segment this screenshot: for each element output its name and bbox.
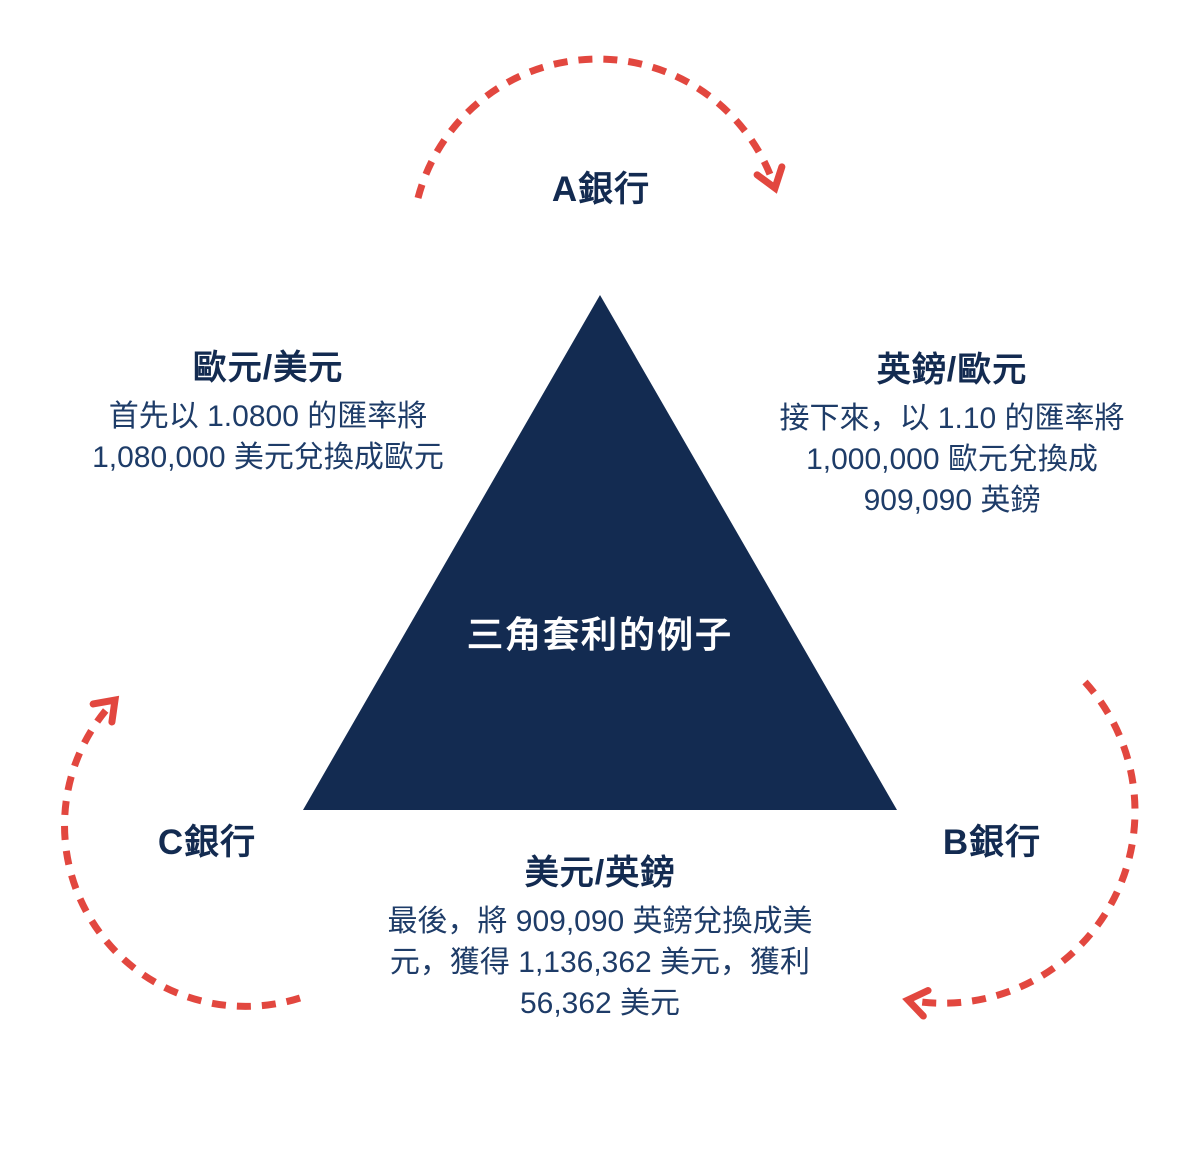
step-usd-gbp: 美元/英鎊 最後，將 909,090 英鎊兌換成美 元，獲得 1,136,362… [300, 853, 900, 1024]
diagram-title: 三角套利的例子 [466, 614, 733, 655]
step-gbp-eur-line2: 1,000,000 歐元兌換成 [806, 443, 1098, 476]
flow-arc-right-icon [902, 679, 1139, 1020]
flow-arc-left-icon [61, 695, 302, 1010]
bank-b-label: B銀行 [942, 823, 1042, 862]
pair-eur-usd-label: 歐元/美元 [192, 349, 344, 387]
step-usd-gbp-line3: 56,362 美元 [519, 987, 681, 1020]
step-gbp-eur-line1: 接下來，以 1.10 的匯率將 [779, 402, 1125, 435]
step-usd-gbp-line1: 最後，將 909,090 英鎊兌換成美 [387, 905, 813, 938]
pair-usd-gbp-label: 美元/英鎊 [524, 854, 676, 892]
flow-arc-top-icon [414, 55, 786, 199]
step-eur-usd: 歐元/美元 首先以 1.0800 的匯率將 1,080,000 美元兌換成歐元 [28, 348, 508, 478]
step-eur-usd-line2: 1,080,000 美元兌換成歐元 [92, 441, 444, 474]
step-gbp-eur: 英鎊/歐元 接下來，以 1.10 的匯率將 1,000,000 歐元兌換成 90… [712, 350, 1192, 521]
step-eur-usd-line1: 首先以 1.0800 的匯率將 [108, 400, 428, 433]
step-usd-gbp-line2: 元，獲得 1,136,362 美元，獲利 [389, 946, 811, 979]
bank-a-label: A銀行 [551, 170, 651, 209]
triangle-shape [303, 295, 897, 810]
pair-gbp-eur-label: 英鎊/歐元 [876, 351, 1028, 389]
bank-c-label: C銀行 [157, 823, 257, 862]
step-gbp-eur-line3: 909,090 英鎊 [863, 484, 1041, 517]
